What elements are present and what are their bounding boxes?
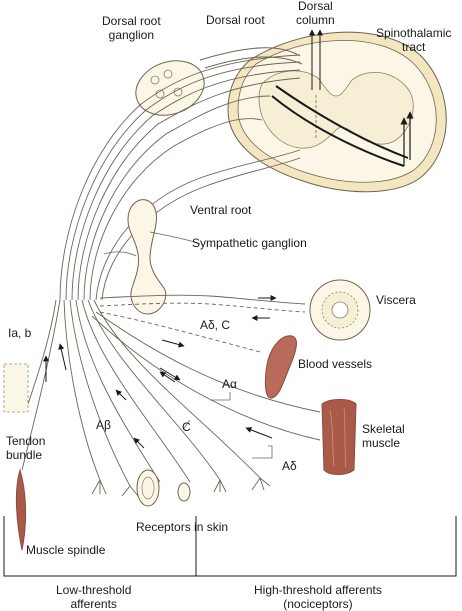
label-ventral-root: Ventral root (190, 203, 252, 217)
nerve-bundle (59, 54, 301, 301)
label-ia-b: Ia, b (8, 326, 32, 340)
label-a-beta: Aβ (96, 418, 111, 432)
label-dorsal-root: Dorsal root (206, 13, 265, 27)
skeletal-muscle (321, 399, 357, 475)
spinal-cord (227, 31, 447, 193)
dorsal-root-ganglion (135, 60, 205, 116)
label-dorsal-column-line2: column (296, 13, 335, 27)
dorsal-root (199, 47, 303, 69)
label-a-delta-c: Aδ, C (200, 318, 231, 332)
label-sympathetic-ganglion: Sympathetic ganglion (192, 236, 307, 250)
muscle-fibers (91, 311, 321, 459)
spinothalamic-tract (271, 85, 414, 167)
label-tendon-bundle: Tendon bundle (6, 434, 45, 462)
label-high-threshold-afferents: High-threshold afferents (nociceptors) (254, 583, 382, 611)
label-viscera: Viscera (376, 293, 416, 307)
threshold-brackets (3, 516, 457, 577)
label-skeletal-muscle-line1: Skeletal (362, 422, 405, 436)
visceral-fibers (99, 294, 306, 321)
blood-vessel (264, 335, 297, 399)
label-low-threshold-afferents: Low-threshold afferents (56, 583, 131, 611)
label-receptors-in-skin: Receptors in skin (136, 520, 229, 534)
skin-receptors (136, 469, 191, 507)
label-a-alpha: Aα (222, 377, 237, 391)
label-c-fiber: C (182, 420, 191, 434)
label-tendon-bundle-line1: Tendon (6, 434, 46, 448)
label-skeletal-muscle-line2: muscle (362, 436, 401, 450)
skin-fibers (63, 299, 271, 497)
label-high-threshold-line2: (nociceptors) (283, 597, 353, 611)
ia-b-fibers (21, 299, 67, 471)
label-dorsal-root-ganglion: Dorsal root ganglion (102, 14, 161, 42)
label-skeletal-muscle: Skeletal muscle (362, 422, 405, 450)
label-dorsal-column: Dorsal column (296, 0, 335, 27)
label-spinothalamic-tract: Spinothalamic tract (376, 26, 451, 54)
label-a-delta: Aδ (282, 459, 297, 473)
label-dorsal-root-ganglion-line2: ganglion (108, 28, 155, 42)
label-spinothalamic-line1: Spinothalamic (376, 26, 452, 40)
label-blood-vessels: Blood vessels (298, 357, 373, 371)
dorsal-column-arrows (309, 29, 323, 140)
blood-vessel-fiber (99, 311, 261, 353)
label-spinothalamic-line2: tract (402, 40, 426, 54)
label-dorsal-column-line1: Dorsal (298, 0, 333, 13)
label-high-threshold-line1: High-threshold afferents (254, 583, 382, 597)
viscera-organ (309, 279, 371, 341)
tendon-organ (3, 363, 29, 413)
label-tendon-bundle-line2: bundle (6, 448, 43, 462)
sympathetic-ganglion (103, 199, 201, 315)
label-muscle-spindle: Muscle spindle (26, 543, 106, 557)
label-dorsal-root-ganglion-line1: Dorsal root (102, 14, 161, 28)
label-low-threshold-line2: afferents (70, 597, 117, 611)
muscle-spindle (15, 468, 27, 551)
label-low-threshold-line1: Low-threshold (56, 583, 132, 597)
